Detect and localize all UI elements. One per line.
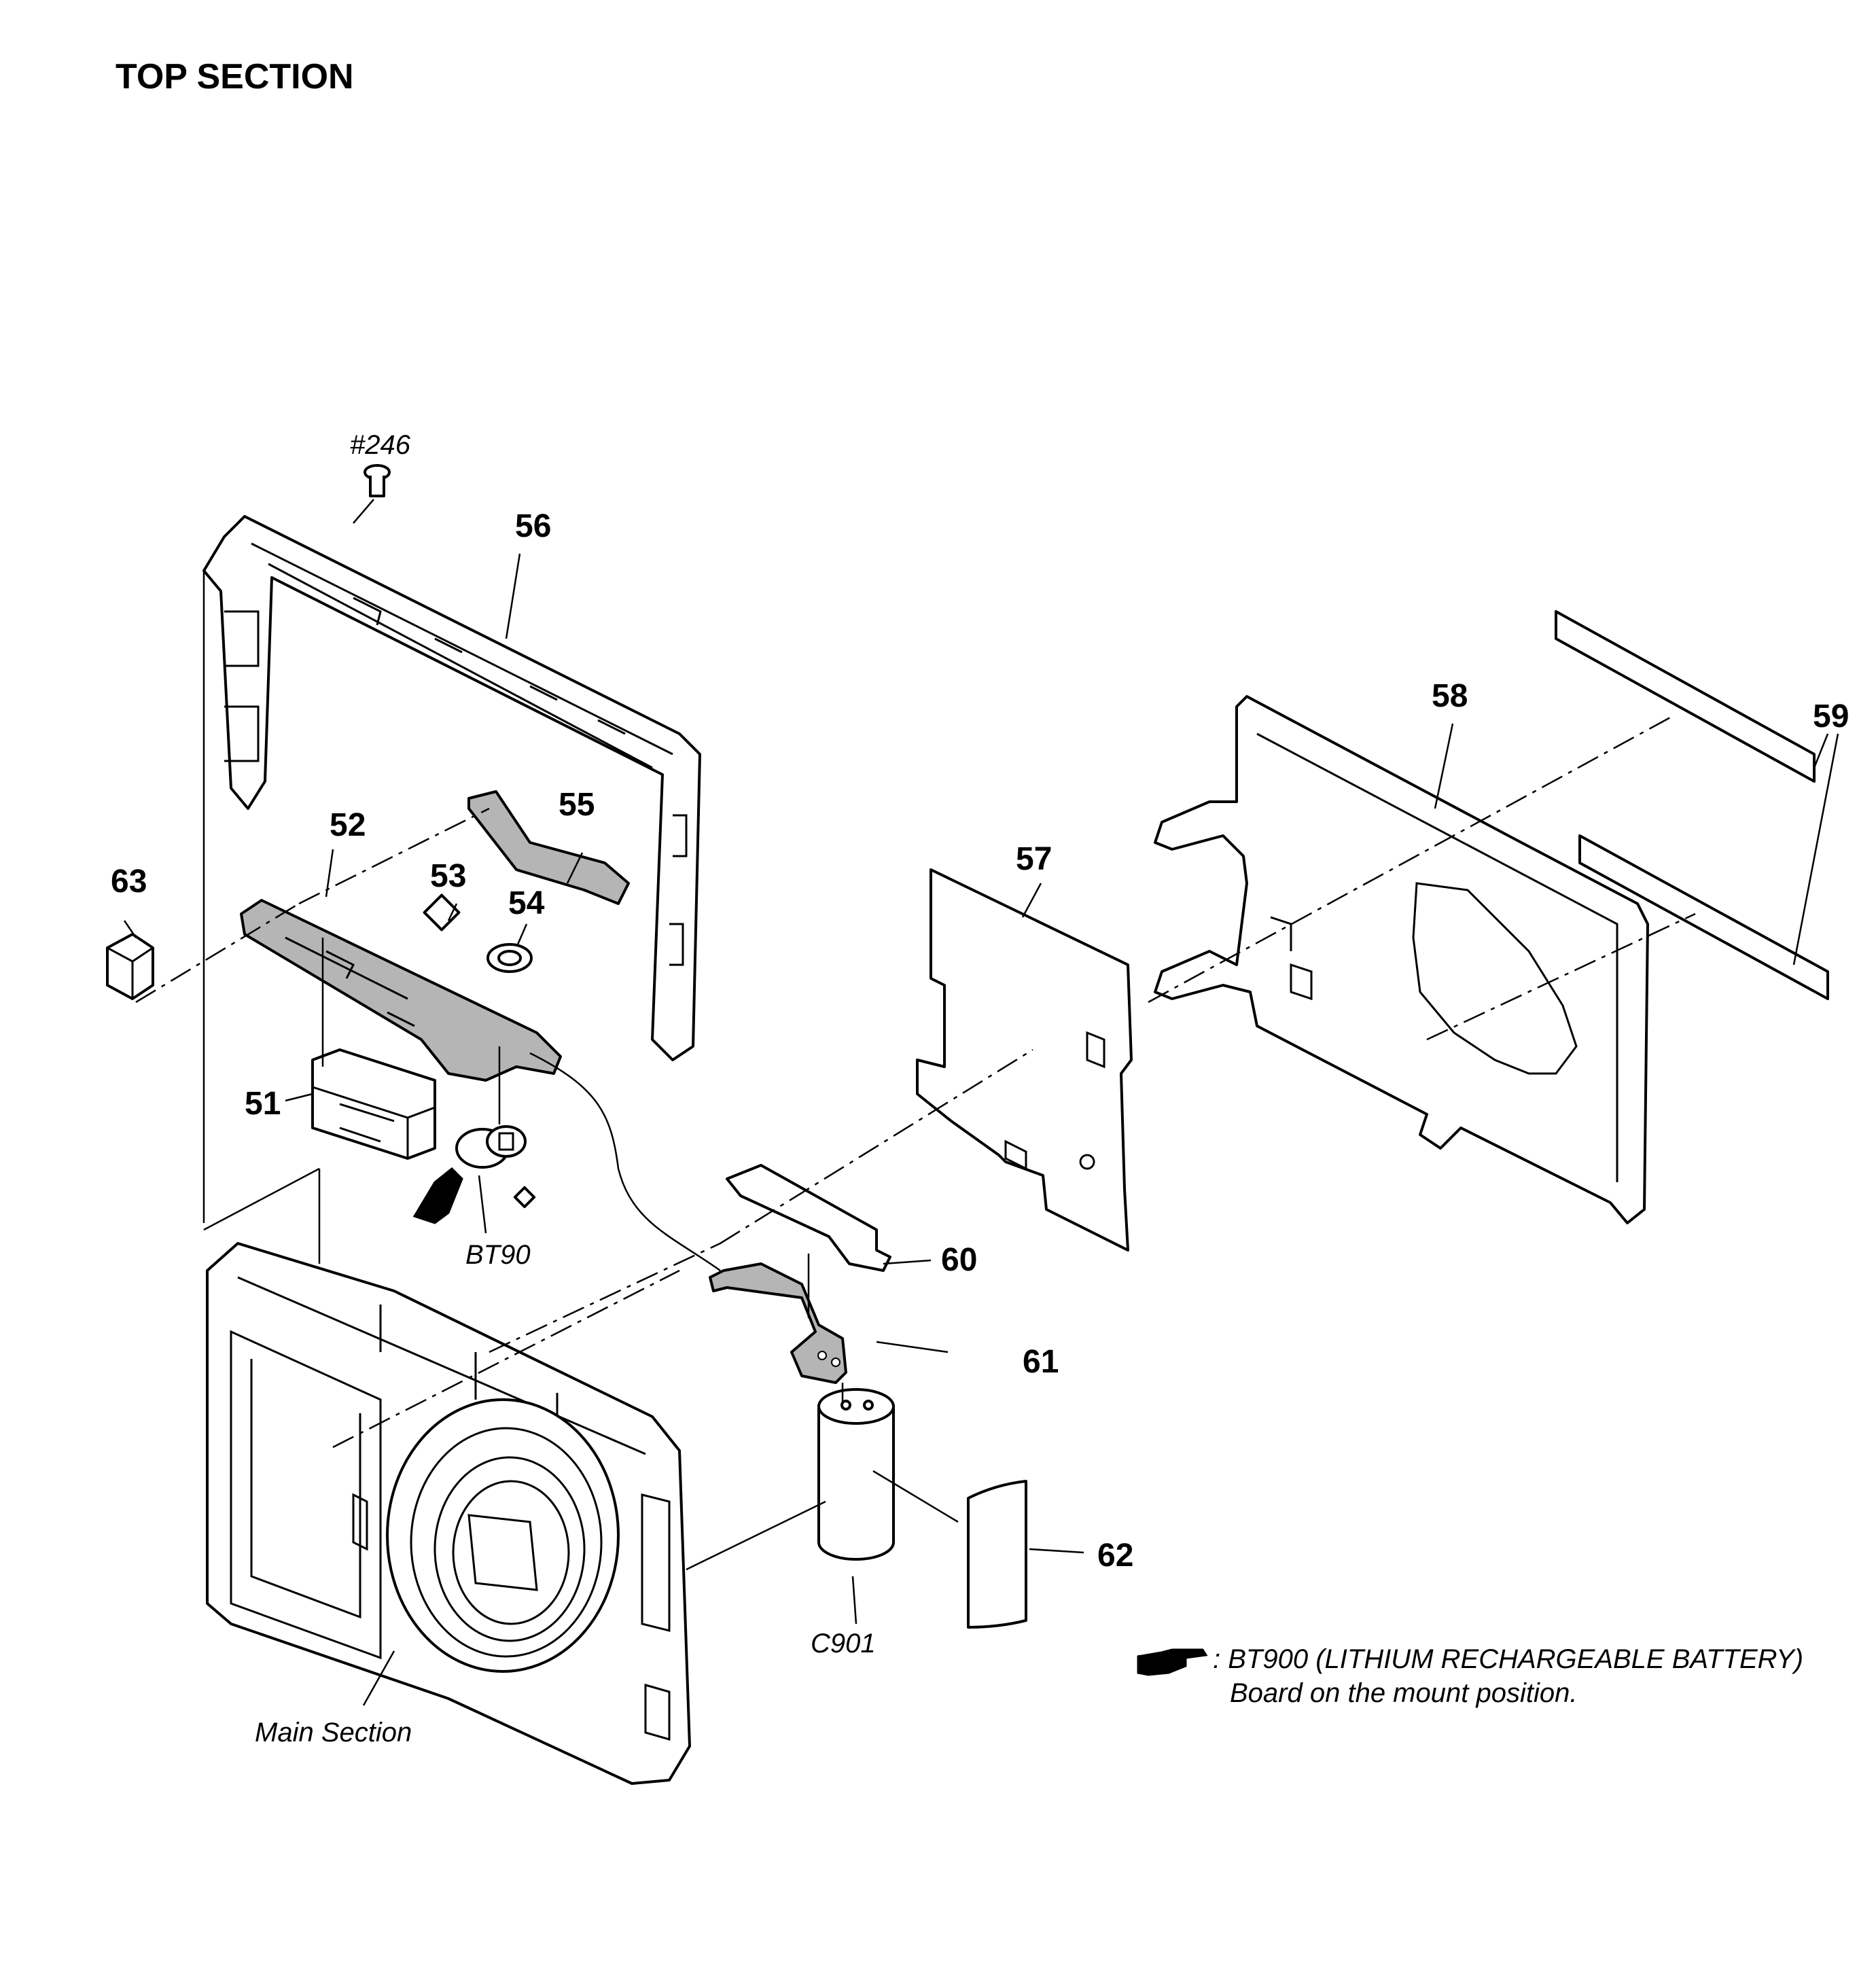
screw-label-246: #246 [350, 430, 411, 460]
part-52-bracket [240, 899, 562, 1082]
part-number-60: 60 [941, 1242, 977, 1278]
part-number-55: 55 [559, 787, 595, 823]
part-57-board [916, 868, 1133, 1252]
callout-leaders [123, 553, 1839, 1706]
part-number-63: 63 [111, 864, 147, 900]
part-59-strips [1555, 610, 1829, 1000]
part-number-52: 52 [330, 807, 366, 843]
part-51-switch [311, 1048, 436, 1160]
screw-246 [353, 464, 391, 524]
part-number-61: 61 [1023, 1344, 1059, 1380]
pointing-hand-icon [412, 1167, 463, 1224]
bt90-battery [455, 1125, 527, 1169]
part-number-54: 54 [508, 885, 545, 921]
part-number-62: 62 [1097, 1538, 1133, 1574]
part-56-frame [202, 515, 701, 1061]
small-diamond-part [513, 1186, 536, 1209]
note-line-1: : BT900 (LITHIUM RECHARGEABLE BATTERY) [1213, 1644, 1803, 1674]
part-number-56: 56 [515, 508, 551, 544]
part-number-58: 58 [1432, 678, 1468, 714]
part-61-flex [709, 1262, 847, 1384]
part-58-frame [1154, 695, 1649, 1224]
c901-label: C901 [811, 1629, 876, 1659]
part-55-flex [467, 790, 630, 905]
part-63-block [106, 933, 154, 1000]
main-section-body [206, 1242, 691, 1785]
part-54-ring [486, 943, 533, 973]
part-62-sleeve [967, 1480, 1027, 1629]
bt90-label: BT90 [465, 1240, 531, 1270]
part-number-57: 57 [1016, 841, 1052, 877]
page-title: TOP SECTION [116, 57, 354, 96]
note-hand-icon [1137, 1648, 1208, 1676]
main-section-label: Main Section [255, 1718, 412, 1748]
part-number-51: 51 [245, 1086, 281, 1122]
note-line-2: Board on the mount position. [1230, 1678, 1577, 1708]
assembly-lines [135, 571, 1696, 1571]
part-number-53: 53 [430, 858, 466, 894]
part-number-59: 59 [1813, 698, 1849, 734]
part-53-sheet [423, 893, 461, 932]
c901-capacitor [817, 1388, 895, 1561]
